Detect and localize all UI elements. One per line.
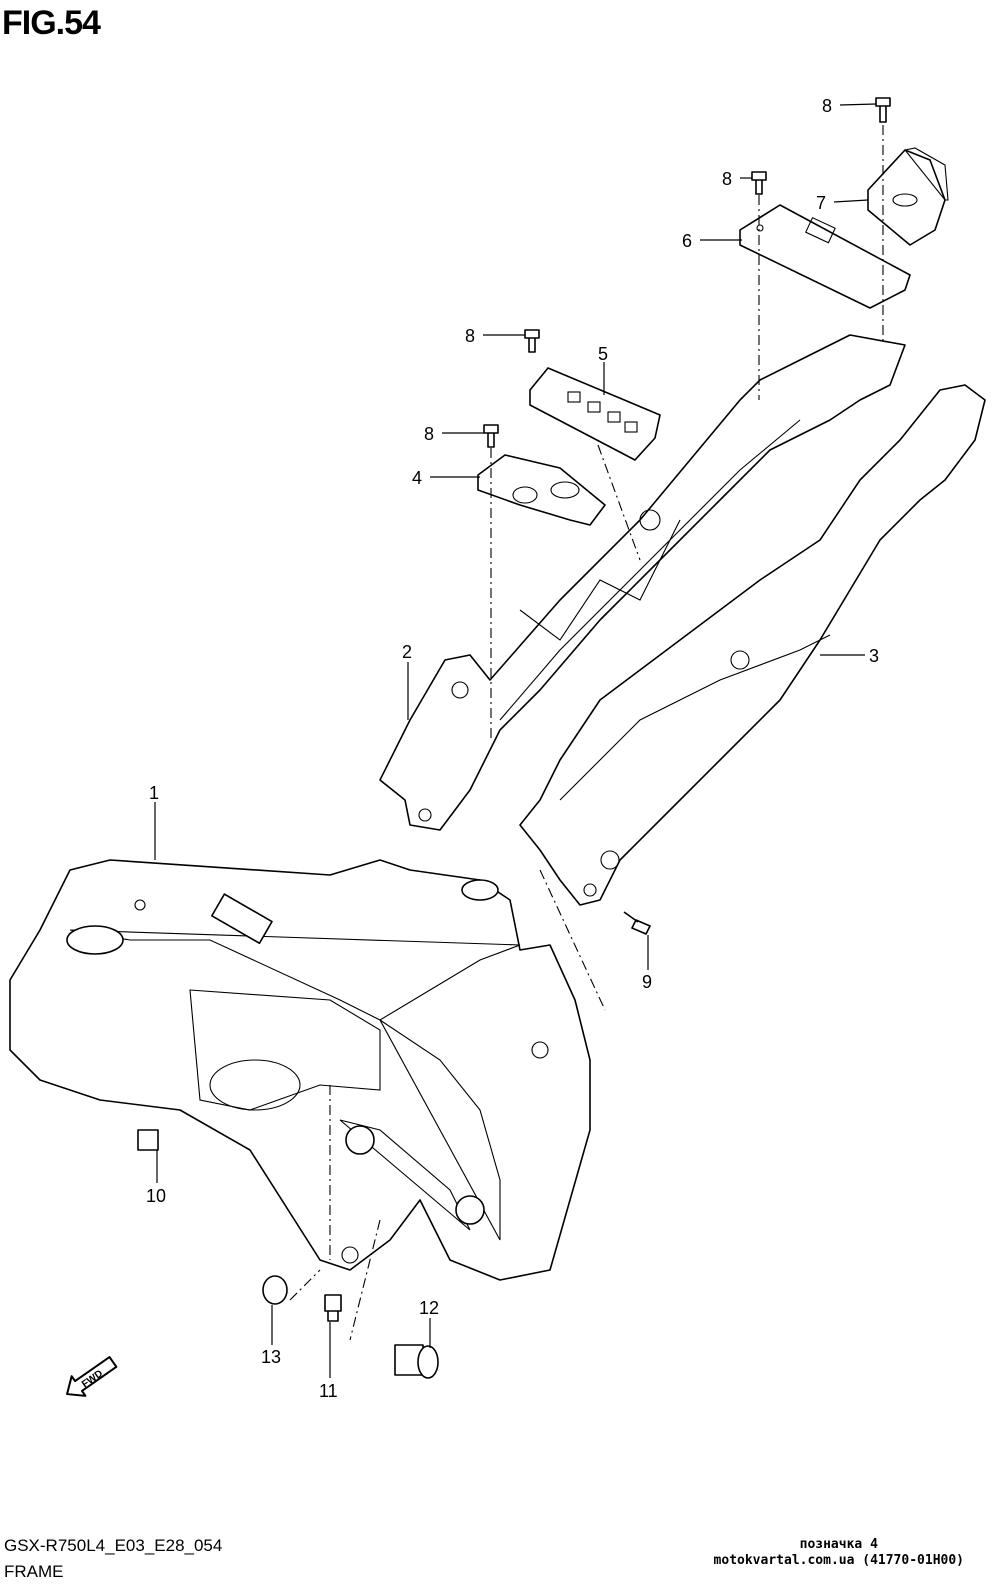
part-2-seat-rail xyxy=(379,334,906,831)
callout-3: 3 xyxy=(869,646,879,666)
callout-9: 9 xyxy=(642,972,652,992)
callout-1: 1 xyxy=(149,783,159,803)
figure-name: FRAME xyxy=(4,1562,64,1581)
callout-7: 7 xyxy=(816,193,826,213)
fasteners xyxy=(137,97,891,1379)
alignment-lines xyxy=(289,125,884,1341)
callout-10: 10 xyxy=(146,1186,166,1206)
watermark: позначка 4 motokvartal.com.ua (41770-01H… xyxy=(714,1537,964,1569)
callout-11: 11 xyxy=(319,1381,338,1401)
watermark-line-1: позначка 4 xyxy=(799,1537,878,1552)
callout-8: 8 xyxy=(722,169,732,189)
part-1-main-frame xyxy=(9,859,591,1281)
figure-code: GSX-R750L4_E03_E28_054 xyxy=(4,1536,223,1555)
callout-13: 13 xyxy=(261,1347,281,1367)
leader-lines xyxy=(154,103,877,1378)
callout-5: 5 xyxy=(598,344,608,364)
figure-title: FIG.54 xyxy=(2,4,101,42)
watermark-line-2: motokvartal.com.ua (41770-01H00) xyxy=(713,1553,964,1568)
part-5-plate xyxy=(529,367,661,461)
callout-6: 6 xyxy=(682,231,692,251)
callout-labels: 8 8 8 8 7 6 5 4 2 3 1 9 10 13 11 12 xyxy=(146,96,879,1401)
callout-4: 4 xyxy=(412,468,422,488)
part-4-plate xyxy=(477,454,606,526)
part-7-bracket xyxy=(867,147,949,246)
callout-8: 8 xyxy=(822,96,832,116)
callout-2: 2 xyxy=(402,642,412,662)
callout-8: 8 xyxy=(424,424,434,444)
callout-8: 8 xyxy=(465,326,475,346)
fwd-arrow-icon: FWD xyxy=(66,1356,118,1397)
callout-12: 12 xyxy=(419,1298,439,1318)
part-6-plate xyxy=(739,204,911,309)
part-3-seat-rail xyxy=(519,384,986,906)
